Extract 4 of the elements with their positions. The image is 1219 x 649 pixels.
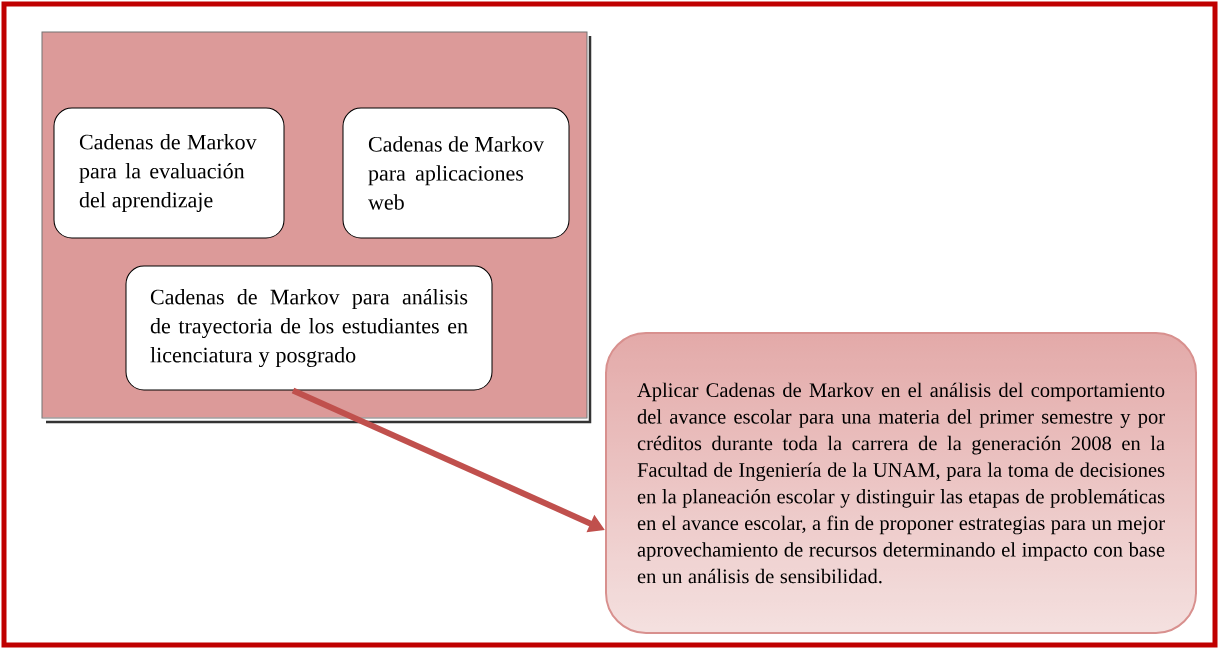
rounded-box: Cadenas de Markov para análisis de trayectoria de los estudiantes en licenciatura y posgrado [125,265,493,391]
rounded-box: Cadenas de Markov para aplicaciones web [342,107,570,239]
rounded-box: Cadenas de Markov para la evaluación del aprendizaje [53,107,285,239]
callout-box: Aplicar Cadenas de Markov en el análisis del comportamiento del avance escolar para una materia del primer semestre y por créditos durante toda la carrera de la generación 2008 en la Facultad de Ingeniería de la UNAM, para la toma de decisiones en la planeación escolar y distinguir las etapas de problemáticas en el avance escolar, a fin de proponer estrategias para un mejor aprovechamiento de recursos determinando el impacto con base en un análisis de sensibilidad. [605,332,1197,634]
